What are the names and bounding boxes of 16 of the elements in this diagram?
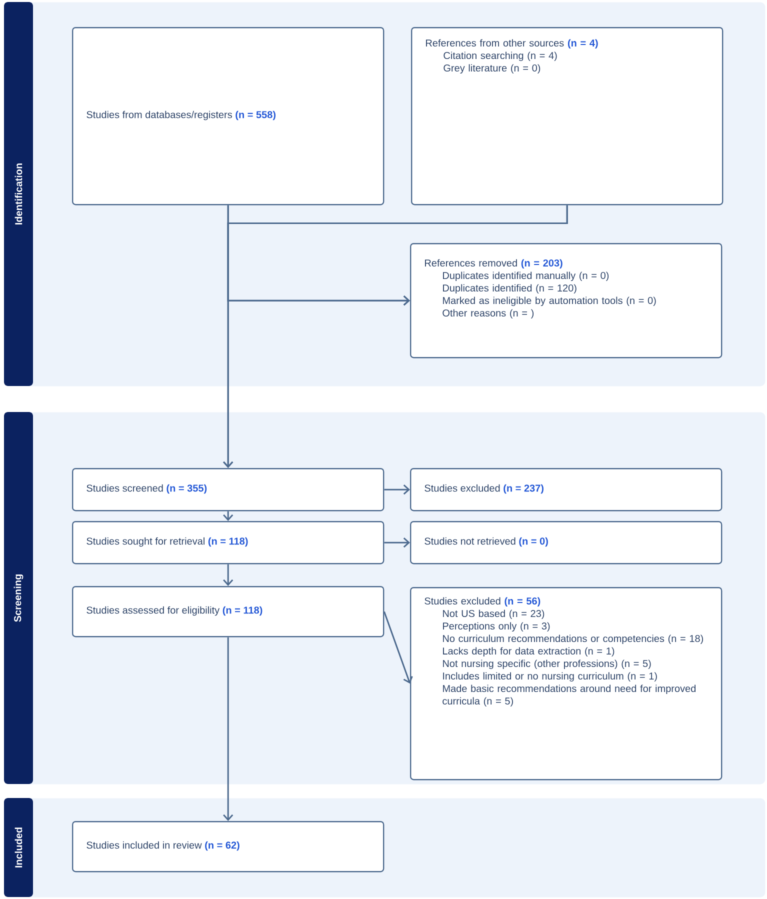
arrow [384, 611, 413, 684]
process-box: Studies excluded (n = 56) Not US based (n = 23) Perceptions only (n = 3) No curriculum recommendations or competencies (n = 18) Lacks depth for data extraction (n = 1) Not nursing specific (other professions) (n = 5) Includes limited or no nursing curriculum (n = 1) Made basic recommendations around need for improved curricula (n = 5) [410, 587, 722, 780]
arrow [384, 484, 410, 495]
process-box: Studies from databases/registers (n = 558) [72, 27, 384, 206]
process-box: Studies excluded (n = 237) [410, 468, 722, 512]
process-box: Studies not retrieved (n = 0) [410, 521, 722, 564]
process-box: References from other sources (n = 4) Citation searching (n = 4) Grey literature (n = 0) [411, 27, 724, 206]
process-box: Studies assessed for eligibility (n = 118) [72, 586, 384, 638]
arrow [384, 538, 410, 548]
process-box: Studies included in review (n = 62) [72, 821, 384, 872]
arrow [223, 564, 234, 586]
process-box: Studies screened (n = 355) [72, 468, 384, 512]
arrow [223, 205, 568, 468]
process-box: Studies sought for retrieval (n = 118) [72, 521, 384, 564]
process-box: References removed (n = 203) Duplicates identified manually (n = 0) Duplicates identified (n = 120) Marked as ineligible by automation tools (n = 0) Other reasons (n = ) [410, 243, 722, 358]
arrow [223, 637, 234, 821]
